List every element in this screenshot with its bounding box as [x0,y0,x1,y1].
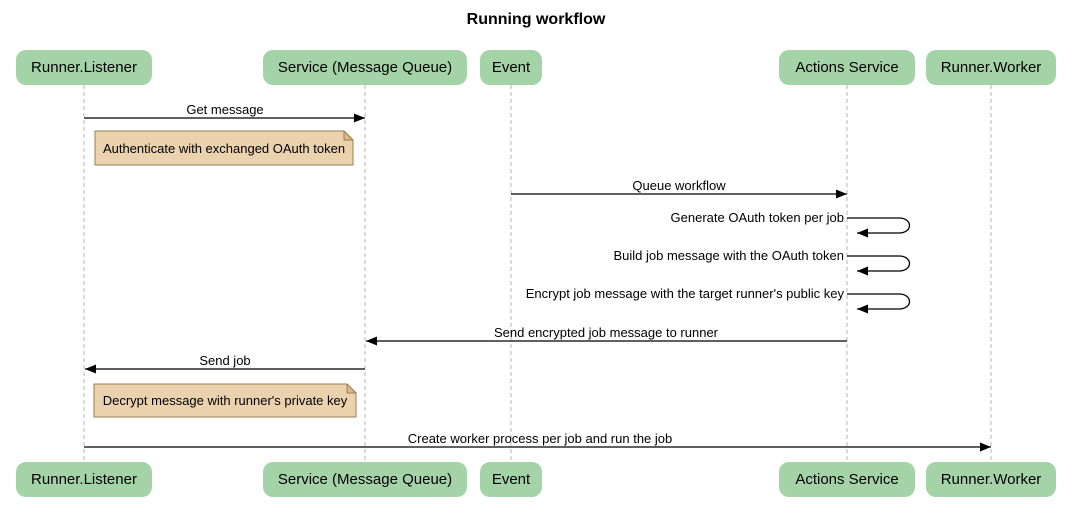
participant-label: Runner.Worker [940,471,1042,488]
note-authenticate-shape [94,130,354,166]
participant-label: Event [491,59,531,76]
participant-runner-worker-top: Runner.Worker [926,50,1056,85]
participant-label: Runner.Worker [940,59,1042,76]
note-authenticate: Authenticate with exchanged OAuth token [102,140,346,156]
note-decrypt-shape [93,383,357,418]
participant-event-top: Event [480,50,542,85]
selfloop-build-job-message [847,255,911,276]
selfloop-generate-oauth-token [847,217,911,238]
participant-label: Event [491,471,531,488]
message-label-create-worker-process: Create worker process per job and run th… [407,431,673,446]
participant-actions-service-top: Actions Service [779,50,915,85]
note-decrypt-fold-icon [346,383,357,394]
participant-label: Service (Message Queue) [277,59,453,76]
lifelines [83,85,992,463]
participant-service-message-queue-top: Service (Message Queue) [263,50,467,85]
message-label-build-job-message: Build job message with the OAuth token [613,248,844,263]
message-label-send-job: Send job [199,353,251,368]
participant-label: Runner.Listener [31,59,137,76]
note-decrypt: Decrypt message with runner's private ke… [102,393,348,408]
participant-actions-service-bottom: Actions Service [779,462,915,497]
participant-runner-listener-bottom: Runner.Listener [16,462,152,497]
message-label-send-encrypted-job-message: Send encrypted job message to runner [493,325,719,340]
participant-label: Service (Message Queue) [277,471,453,488]
selfloop-encrypt-job-message [847,293,911,314]
message-label-get-message: Get message [186,102,264,117]
participant-event-bottom: Event [480,462,542,497]
message-arrows [84,113,991,452]
participant-runner-worker-bottom: Runner.Worker [926,462,1056,497]
diagram-title: Running workflow [466,11,606,28]
participant-service-message-queue-bottom: Service (Message Queue) [263,462,467,497]
note-authenticate-fold-icon [343,130,354,141]
participant-label: Actions Service [795,59,899,76]
participant-label: Runner.Listener [31,471,137,488]
message-label-queue-workflow: Queue workflow [632,178,726,193]
participant-runner-listener-top: Runner.Listener [16,50,152,85]
message-label-encrypt-job-message: Encrypt job message with the target runn… [525,286,844,301]
message-label-generate-oauth-token: Generate OAuth token per job [670,210,844,225]
notes [93,130,357,418]
participant-label: Actions Service [795,471,899,488]
